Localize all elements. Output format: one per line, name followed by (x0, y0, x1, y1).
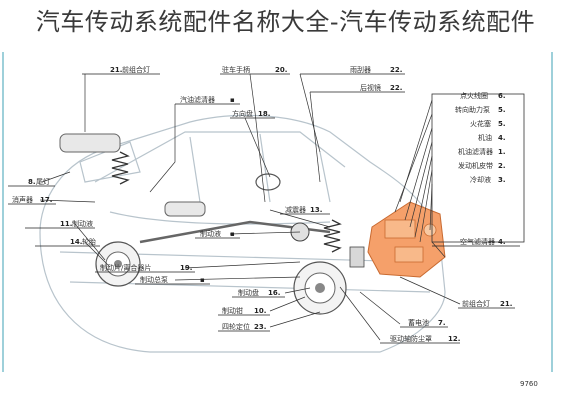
label-wheel-alignment: 23. 四轮定位 (218, 322, 270, 332)
label-tyre: 14.轮胎 (35, 237, 100, 247)
label-battery: 7. 蓄电池 (400, 318, 448, 328)
svg-text:后视镜: 后视镜 (360, 83, 381, 92)
svg-text:制动总泵: 制动总泵 (140, 275, 168, 284)
svg-text:▪: ▪ (230, 230, 235, 238)
rear-wheel (95, 241, 141, 287)
label-engine-oil: 4. 机油 (478, 133, 506, 142)
svg-text:5.: 5. (498, 106, 506, 114)
svg-text:方向盘: 方向盘 (232, 109, 253, 118)
svg-text:4.: 4. (498, 238, 506, 246)
label-muffler: 17. 消声器 (8, 195, 56, 205)
label-front-combo-lamp-top: 21.前组合灯 (82, 65, 160, 75)
label-rear-view-mirror: 22. 后视镜 (310, 83, 405, 93)
label-steering-wheel: 18. 方向盘 (230, 109, 275, 119)
label-drive-shaft-boot: 12. 驱动轴防尘罩 (380, 334, 460, 344)
label-brake-fluid: ▪ 制动液 (195, 229, 240, 239)
engine-parts-frame (431, 93, 525, 243)
page-title: 汽车传动系统配件名称大全-汽车传动系统配件 (35, 8, 536, 36)
svg-text:驻车手柄: 驻车手柄 (222, 65, 250, 74)
label-engine-belt: 2. 发动机皮带 (458, 161, 506, 170)
label-parking-brake: 20. 驻车手柄 (220, 65, 290, 75)
left-border-rule (2, 52, 4, 372)
svg-text:空气滤清器: 空气滤清器 (460, 237, 495, 246)
svg-text:蓄电池: 蓄电池 (408, 318, 429, 327)
svg-text:轮胎: 轮胎 (82, 237, 96, 246)
svg-text:前组合灯: 前组合灯 (462, 299, 490, 308)
svg-text:制动液: 制动液 (200, 229, 221, 238)
rear-shock-absorber (111, 151, 130, 185)
svg-text:点火线圈: 点火线圈 (460, 91, 488, 100)
leader-lines (39, 73, 461, 341)
svg-text:13.: 13. (310, 206, 322, 214)
svg-text:22.: 22. (390, 66, 402, 74)
svg-text:19.: 19. (180, 264, 192, 272)
svg-text:14.: 14. (70, 238, 82, 246)
svg-text:消声器: 消声器 (12, 195, 33, 204)
svg-text:四轮定位: 四轮定位 (222, 322, 250, 331)
svg-text:2.: 2. (498, 162, 506, 170)
svg-text:7.: 7. (438, 319, 446, 327)
label-oil-filter: 1. 机油滤清器 (458, 147, 506, 156)
svg-text:制动液: 制动液 (72, 219, 93, 228)
label-ignition-coil: 6. 点火线圈 (460, 91, 506, 100)
svg-text:制动片/离合器片: 制动片/离合器片 (100, 263, 151, 272)
svg-text:机油: 机油 (478, 133, 492, 142)
svg-text:雨刮器: 雨刮器 (350, 65, 371, 74)
svg-text:23.: 23. (254, 323, 266, 331)
label-brake-fluid-rear: 11.制动液 (25, 219, 95, 229)
svg-text:21.: 21. (500, 300, 512, 308)
svg-text:尾灯: 尾灯 (36, 177, 50, 186)
svg-text:6.: 6. (498, 92, 506, 100)
svg-text:3.: 3. (498, 176, 506, 184)
svg-text:驱动轴防尘罩: 驱动轴防尘罩 (390, 334, 432, 343)
svg-text:10.: 10. (254, 307, 266, 315)
steering-wheel (255, 173, 281, 191)
svg-text:▪: ▪ (200, 276, 205, 284)
label-spark-plug: 5. 火花塞 (470, 119, 506, 128)
svg-text:火花塞: 火花塞 (470, 119, 491, 128)
label-tail-lamp: 8.尾灯 (8, 177, 55, 187)
front-wheel (293, 261, 347, 315)
svg-text:1.: 1. (498, 148, 506, 156)
svg-text:21.: 21. (110, 66, 122, 74)
svg-text:4.: 4. (498, 134, 506, 142)
right-border-rule (551, 52, 553, 372)
label-shock-absorber: 13. 减震器 (280, 205, 330, 215)
svg-text:20.: 20. (275, 66, 287, 74)
svg-text:8.: 8. (28, 178, 36, 186)
svg-text:22.: 22. (390, 84, 402, 92)
svg-text:18.: 18. (258, 110, 270, 118)
diagram-code: 9760 (520, 380, 538, 388)
label-brake-master-cylinder: ▪ 制动总泵 (135, 275, 210, 285)
svg-text:制动盘: 制动盘 (238, 288, 259, 297)
label-fuel-filter: ▪ 汽油滤清器 (175, 95, 240, 105)
svg-text:12.: 12. (448, 335, 460, 343)
label-brake-disc: 16. 制动盘 (232, 288, 285, 298)
svg-text:转向助力泵: 转向助力泵 (455, 105, 490, 114)
svg-text:制动钳: 制动钳 (222, 306, 243, 315)
svg-text:16.: 16. (268, 289, 280, 297)
svg-text:汽油滤清器: 汽油滤清器 (180, 95, 215, 104)
svg-text:17.: 17. (40, 196, 52, 204)
svg-text:11.: 11. (60, 220, 72, 228)
engine-assembly (367, 201, 446, 278)
svg-text:5.: 5. (498, 120, 506, 128)
svg-text:发动机皮带: 发动机皮带 (458, 161, 493, 170)
exhaust-system (59, 133, 331, 244)
label-wiper: 22. 雨刮器 (300, 65, 405, 75)
svg-text:减震器: 减震器 (285, 205, 306, 214)
car-parts-diagram: 21.前组合灯 20.驻车手柄 22.雨刮器 22.后视镜 ▪汽油滤清器 18.… (8, 65, 538, 388)
label-coolant: 3. 冷却液 (470, 175, 506, 184)
label-brake-caliper: 10. 制动钳 (218, 306, 270, 316)
label-brake-clutch-pad: 19. 制动片/离合器片 (95, 263, 195, 273)
svg-text:冷却液: 冷却液 (470, 175, 491, 184)
svg-text:前组合灯: 前组合灯 (122, 65, 150, 74)
front-shock-absorber (323, 219, 342, 253)
label-front-combo-lamp-bottom: 21. 前组合灯 (458, 299, 515, 309)
label-power-steering-pump: 5. 转向助力泵 (455, 105, 506, 114)
label-air-filter: 4.空气滤清器 (432, 237, 520, 247)
svg-text:▪: ▪ (230, 96, 235, 104)
svg-text:机油滤清器: 机油滤清器 (458, 147, 493, 156)
